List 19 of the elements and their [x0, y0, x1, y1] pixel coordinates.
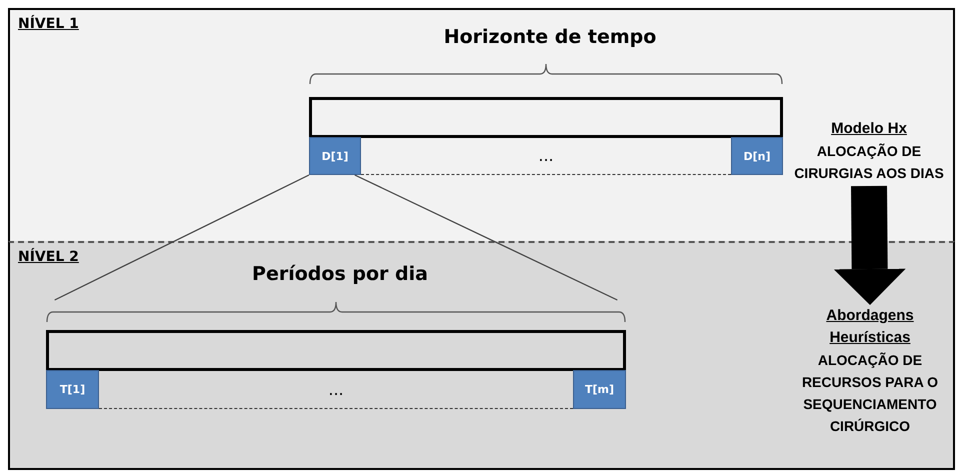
arrow [834, 186, 906, 305]
time-slot-box: D[1] [309, 137, 361, 175]
level-heading: NÍVEL 1 [18, 16, 79, 32]
model-heading: Modelo Hx [830, 119, 908, 139]
level-panel [8, 8, 955, 241]
section-title: Períodos por dia [251, 263, 429, 285]
time-slot-box: T[m] [573, 370, 626, 409]
level-panel [8, 241, 955, 470]
time-slot-box: T[1] [46, 370, 99, 409]
model-heading: Abordagens Heurísticas [825, 306, 915, 348]
model-description: ALOCAÇÃO DE CIRURGIAS AOS DIAS [793, 142, 945, 183]
timeline-frame [309, 62, 783, 138]
connector-line [354, 174, 618, 301]
timeline-frame [46, 300, 626, 371]
model-description: ALOCAÇÃO DE RECURSOS PARA O SEQUENCIAMENTO CIRÚRGICO [800, 351, 940, 436]
level-heading: NÍVEL 2 [18, 249, 79, 265]
section-title: Horizonte de tempo [442, 26, 658, 48]
connector-line [54, 174, 310, 301]
time-slot-box: D[n] [731, 137, 783, 175]
